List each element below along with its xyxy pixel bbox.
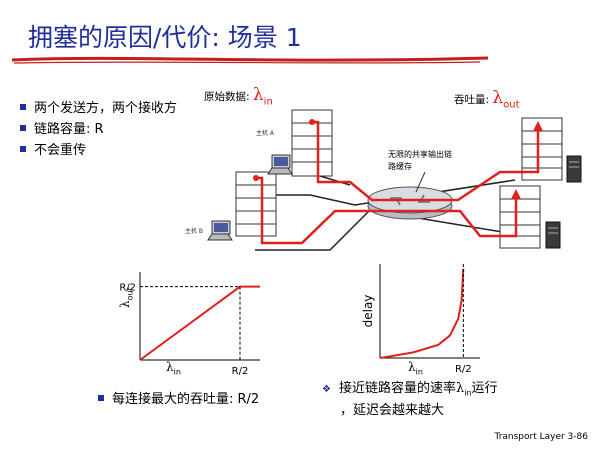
chart0-y-tick: R/2 [119,283,136,294]
diamond-bullet-icon: ❖ [322,384,331,395]
footer-label: Transport Layer 3-86 [494,432,588,442]
host-b-label: 主机 B [185,228,204,235]
lambda-in-symbol: λin [252,85,273,108]
host-b-computer-icon [207,220,233,241]
flow-path-a [312,120,540,202]
chart1-series-line [379,268,465,359]
flow-a-arrow-head-icon [533,121,543,131]
host-a-computer-icon [267,154,293,175]
note-pointer [415,171,426,193]
bullet-item: 不会重传 [20,140,177,161]
sender-b-buffer [235,171,277,237]
router-icon [367,186,453,220]
bullet-square-icon [20,146,26,152]
throughput-chart: R/2 R/2 [119,272,260,377]
chart1-x-tick: R/2 [455,364,472,375]
bullet-item: 两个发送方，两个接收方 [20,98,177,119]
chart0-x-label: λin [166,360,181,377]
caption-right: ❖接近链路容量的速率λin运行 ，延迟会越来越大 [322,381,498,418]
title-underline [11,56,489,64]
lambda-out-symbol: λout [492,88,520,111]
page-title: 拥塞的原因/代价: 场景 1 [28,23,302,52]
flow-b-source-dot [253,175,259,181]
chart1-x-label: λin [408,360,423,377]
flow-a-source-dot [309,119,315,125]
receiver-top-buffer [521,117,563,181]
throughput-label: 吞吐量: λout [454,88,520,111]
chart0-series-line [139,285,260,361]
bullet-square-icon [20,125,26,131]
flow-b-arrow-head-icon [511,189,521,199]
bullet-square-icon [20,104,26,110]
original-data-label: 原始数据: λin [204,85,273,108]
bullet-item: 链路容量: R [20,119,177,140]
buffer-note: 无限的共享输出链 路缓存 [388,150,452,171]
server-bottom-icon [545,221,561,249]
caption-left: 每连接最大的吞吐量: R/2 [98,388,259,407]
delay-chart: R/2 delay [361,264,480,375]
receiver-bottom-buffer [499,185,541,249]
network-diagram [207,109,582,251]
bullet-list: 两个发送方，两个接收方 链路容量: R 不会重传 [20,98,177,161]
server-top-icon [566,155,582,183]
chart0-y-label: λout [118,287,135,308]
bullet-square-icon [98,395,104,401]
host-a-label: 主机 A [256,130,275,137]
flow-path-b [256,176,518,245]
chart1-y-label: delay [361,295,375,328]
chart0-x-tick: R/2 [232,366,249,377]
